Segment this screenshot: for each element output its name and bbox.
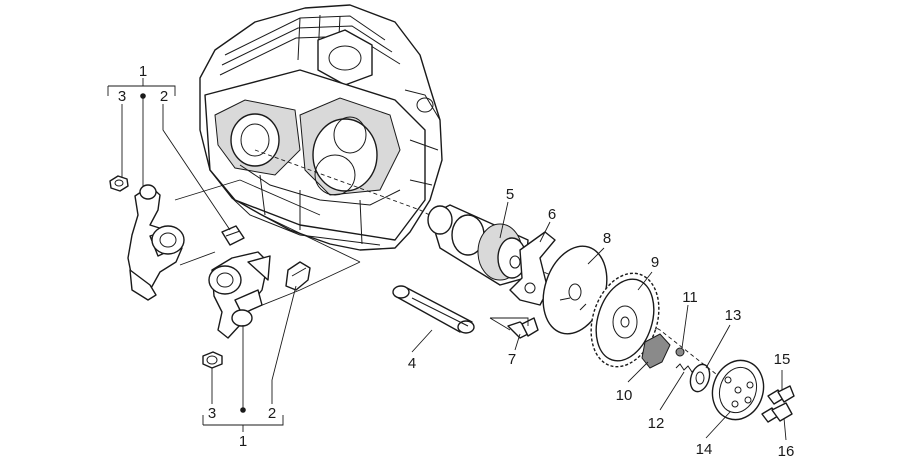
callout-numbers: 1 3 2 3 2 1 4 5 6 7 8 9 10 11 12 13 14 1… — [118, 63, 795, 460]
callout-8: 8 — [603, 230, 611, 247]
rocker-arm-lower — [208, 251, 271, 339]
callout-1-bottom: 1 — [239, 433, 247, 450]
callout-4: 4 — [408, 355, 416, 372]
bolt-upper — [767, 385, 795, 405]
callout-3-bottom: 3 — [208, 405, 216, 422]
callout-16: 16 — [778, 443, 795, 460]
callout-11: 11 — [682, 289, 698, 306]
callout-3-top: 3 — [118, 88, 126, 105]
camshaft — [427, 204, 529, 286]
callout-6: 6 — [548, 206, 556, 223]
washer — [689, 363, 711, 393]
callout-10: 10 — [616, 387, 633, 404]
cylinder-head — [199, 4, 443, 251]
callout-15: 15 — [774, 351, 791, 368]
pin — [675, 347, 685, 357]
leader-lines — [107, 78, 787, 441]
callout-13: 13 — [725, 307, 742, 324]
callout-14: 14 — [696, 441, 713, 458]
adjuster-screw-upper — [221, 225, 245, 246]
decompressor-cover — [711, 359, 765, 421]
cam-sprocket — [590, 272, 660, 368]
callout-2-bottom: 2 — [268, 405, 276, 422]
adjuster-screw-lower — [285, 261, 311, 291]
callout-1-top: 1 — [139, 63, 147, 80]
nut-lower — [202, 351, 223, 369]
callout-7: 7 — [508, 351, 516, 368]
rocker-arm-upper — [109, 175, 185, 301]
callout-2-top: 2 — [160, 88, 168, 105]
callout-12: 12 — [648, 415, 665, 432]
callout-5: 5 — [506, 186, 514, 203]
plate-bolt — [507, 317, 539, 339]
counterweight — [641, 333, 671, 369]
bolt-lower — [761, 402, 793, 423]
rocker-shaft — [392, 285, 475, 334]
callout-9: 9 — [651, 254, 659, 271]
